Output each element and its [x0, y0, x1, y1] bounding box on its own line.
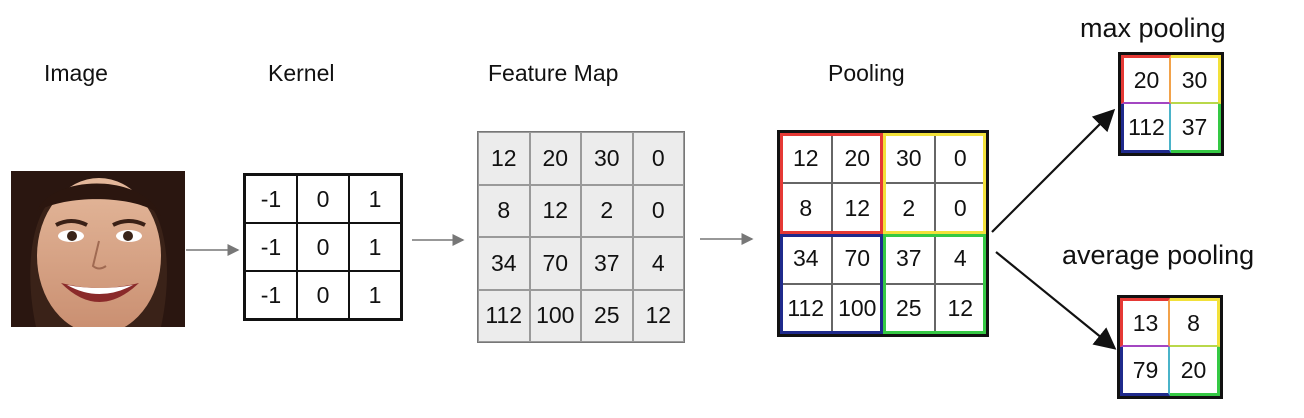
max-pooling-label: max pooling	[1080, 13, 1226, 43]
max-pooling-cell: 20	[1121, 55, 1171, 104]
kernel-cell: 0	[297, 271, 349, 319]
average-pooling-cell: 79	[1120, 347, 1170, 396]
feature-map-cell: 20	[529, 132, 581, 185]
feature-map-cell: 30	[581, 132, 633, 185]
kernel-cell: -1	[245, 271, 297, 319]
feature-map-cell: 37	[581, 237, 633, 290]
image-label: Image	[44, 60, 108, 86]
kernel-cell: 1	[349, 175, 401, 223]
pooling-cell: 112	[780, 283, 832, 334]
kernel-cell: 1	[349, 223, 401, 271]
kernel-cell: -1	[245, 175, 297, 223]
feature-map-cell: 12	[478, 132, 530, 185]
feature-map-cell: 34	[478, 237, 530, 290]
kernel-cell: -1	[245, 223, 297, 271]
average-pooling-grid: 13 8 79 20	[1117, 295, 1223, 399]
pooling-cell: 12	[934, 283, 986, 334]
pooling-grid: 12 20 30 0 8 12 2 0 34 70 37 4 112 100 2…	[777, 130, 989, 337]
feature-map-cell: 12	[632, 289, 684, 342]
average-pooling-cell: 8	[1170, 298, 1220, 347]
pooling-cell: 100	[831, 283, 883, 334]
kernel-cell: 0	[297, 223, 349, 271]
kernel-label: Kernel	[268, 60, 335, 86]
feature-map-cell: 8	[478, 184, 530, 237]
feature-map-label: Feature Map	[488, 60, 619, 86]
feature-map-cell: 25	[581, 289, 633, 342]
feature-map-cell: 2	[581, 184, 633, 237]
feature-map-cell: 4	[632, 237, 684, 290]
pooling-cell: 34	[780, 233, 832, 284]
pooling-cell: 20	[831, 133, 883, 184]
pooling-cell: 0	[934, 133, 986, 184]
pooling-cell: 12	[831, 183, 883, 234]
pooling-cell: 30	[883, 133, 935, 184]
pooling-cell: 25	[883, 283, 935, 334]
face-photo-icon	[11, 171, 185, 327]
pooling-cell: 70	[831, 233, 883, 284]
max-pooling-cell: 37	[1171, 104, 1221, 153]
feature-map-cell: 112	[478, 289, 530, 342]
feature-map-cell: 70	[529, 237, 581, 290]
pooling-cell: 2	[883, 183, 935, 234]
average-pooling-cell: 20	[1170, 347, 1220, 396]
pooling-cell: 37	[883, 233, 935, 284]
max-pooling-grid: 20 30 112 37	[1118, 52, 1224, 156]
pooling-cell: 4	[934, 233, 986, 284]
pooling-cell: 12	[780, 133, 832, 184]
feature-map-grid: 12 20 30 0 8 12 2 0 34 70 37 4 112 100 2…	[477, 131, 685, 343]
pooling-cell: 8	[780, 183, 832, 234]
feature-map-cell: 0	[632, 184, 684, 237]
feature-map-cell: 0	[632, 132, 684, 185]
feature-map-cell: 100	[529, 289, 581, 342]
pooling-label: Pooling	[828, 60, 905, 86]
arrow-up-right-icon	[991, 108, 1116, 233]
average-pooling-label: average pooling	[1062, 240, 1255, 270]
kernel-cell: 0	[297, 175, 349, 223]
pooling-cell: 0	[934, 183, 986, 234]
kernel-grid: -1 0 1 -1 0 1 -1 0 1	[243, 173, 403, 321]
max-pooling-cell: 112	[1121, 104, 1171, 153]
kernel-cell: 1	[349, 271, 401, 319]
max-pooling-cell: 30	[1171, 55, 1221, 104]
feature-map-cell: 12	[529, 184, 581, 237]
average-pooling-cell: 13	[1120, 298, 1170, 347]
